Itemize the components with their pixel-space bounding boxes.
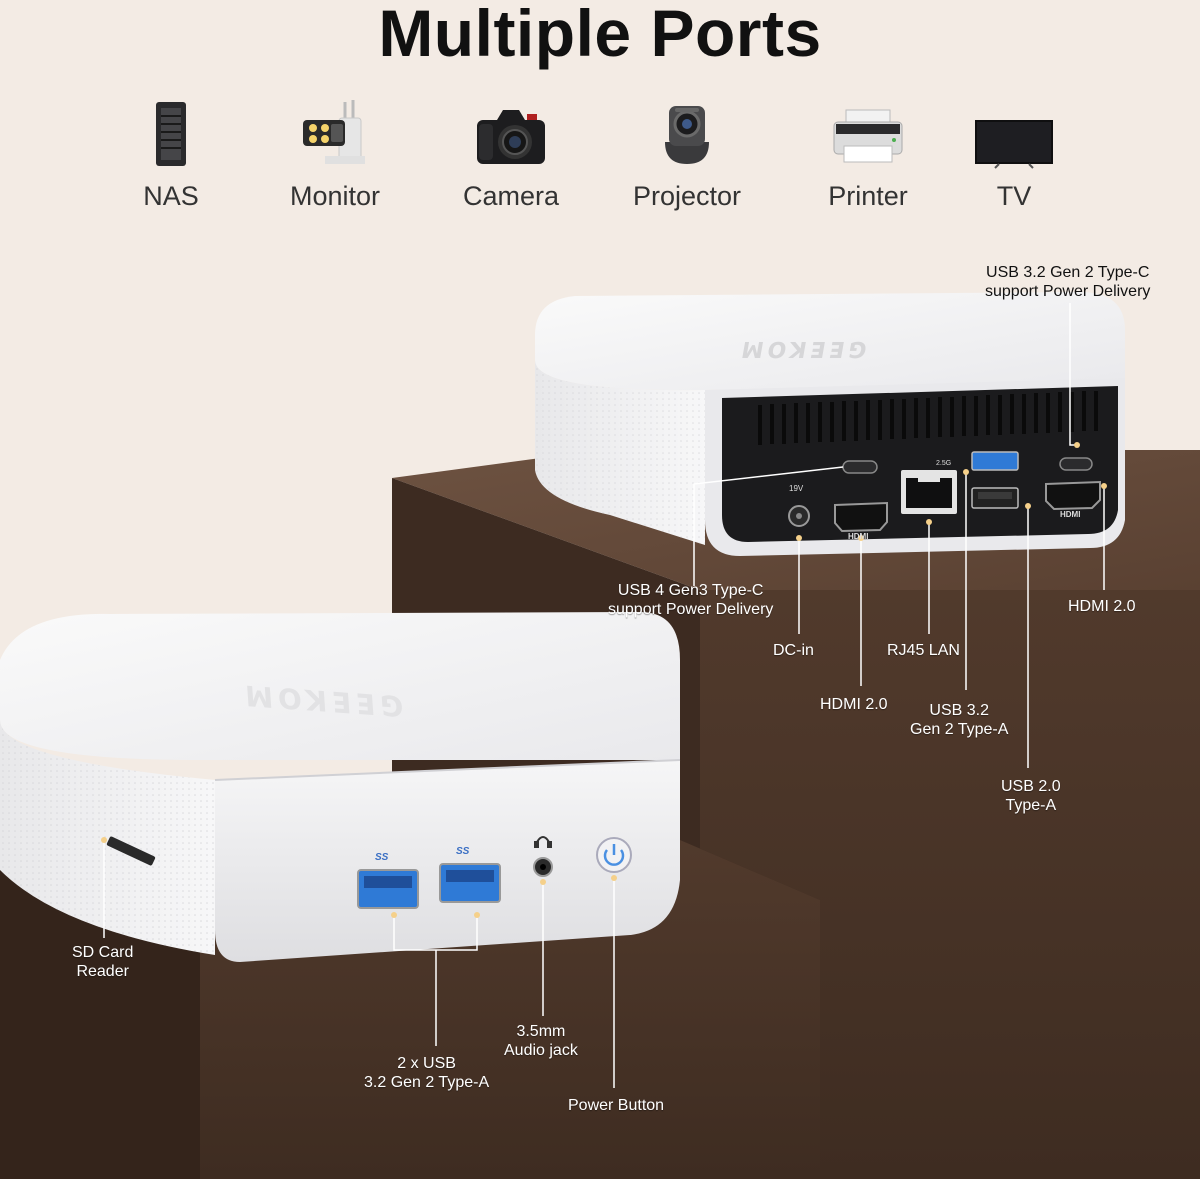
hdmi-port-left — [834, 501, 888, 533]
callout-dc-in: DC-in — [773, 642, 814, 659]
callout-text: SD Card — [72, 944, 134, 961]
callout-text: Audio jack — [504, 1042, 578, 1059]
printer-icon — [833, 109, 903, 163]
nas-icon — [156, 102, 186, 166]
mini-pc-front — [0, 612, 681, 962]
power-button — [596, 837, 632, 873]
hdmi-logo-right: HDMI — [1060, 510, 1081, 519]
callout-usb4: USB 4 Gen3 Type-C support Power Delivery — [608, 581, 773, 619]
callout-usb20a: USB 2.0 Type-A — [1001, 777, 1061, 815]
usb-a-front-1 — [357, 869, 419, 909]
tv-icon — [975, 120, 1053, 169]
usb-c-pd-port — [1059, 457, 1093, 471]
dc-voltage-label: 19V — [789, 484, 804, 493]
device-label: Monitor — [289, 181, 381, 211]
hdmi-port-right — [1045, 480, 1101, 511]
callout-text: support Power Delivery — [985, 283, 1151, 300]
callout-rj45: RJ45 LAN — [887, 642, 960, 659]
hdmi-logo-left: HDMI — [848, 532, 869, 541]
front-leader-lines — [103, 840, 615, 1088]
callout-audio: 3.5mm Audio jack — [504, 1022, 578, 1060]
rear-leader-lines — [693, 303, 1105, 768]
page-title: Multiple Ports — [378, 0, 822, 70]
device-label: Printer — [828, 181, 908, 211]
callout-usb32a: USB 3.2 Gen 2 Type-A — [910, 701, 1008, 739]
mini-pc-rear — [535, 292, 1125, 556]
device-label: Projector — [632, 181, 742, 211]
security-camera-icon — [303, 100, 365, 164]
callout-usb-c-pd: USB 3.2 Gen 2 Type-C support Power Deliv… — [985, 263, 1150, 301]
usb4-port — [842, 460, 878, 474]
device-label: NAS — [143, 181, 199, 211]
brand-logo-rear: GEEKOM — [735, 336, 869, 361]
device-tv: TV — [934, 98, 1094, 212]
callout-hdmi-right: HDMI 2.0 — [1068, 598, 1136, 615]
callout-hdmi-left: HDMI 2.0 — [820, 696, 888, 713]
usb32a-port — [971, 451, 1019, 471]
device-printer: Printer — [788, 98, 948, 212]
ss-logo-1: SS — [375, 852, 389, 863]
device-nas: NAS — [91, 98, 251, 212]
device-label: TV — [996, 181, 1032, 211]
callout-text: Reader — [76, 963, 129, 980]
callout-text: 2 x USB — [397, 1055, 456, 1072]
callout-text: Type-A — [1005, 797, 1057, 814]
device-label: Camera — [462, 181, 560, 211]
callout-power: Power Button — [568, 1097, 665, 1114]
lan-speed-label: 2.5G — [936, 460, 952, 467]
projector-icon — [665, 106, 709, 164]
sd-card-slot — [106, 836, 156, 866]
callout-text: support Power Delivery — [608, 601, 774, 618]
front-callout-dots — [101, 837, 617, 918]
headphone-icon — [534, 836, 552, 848]
camera-icon — [477, 110, 545, 164]
usb-a-front-2 — [439, 863, 501, 903]
callout-text: Gen 2 Type-A — [910, 721, 1009, 738]
callout-sd-card: SD Card Reader — [72, 943, 133, 981]
callout-text: USB 2.0 — [1001, 778, 1061, 795]
callout-text: USB 4 Gen3 Type-C — [617, 582, 764, 599]
rear-callout-dots — [796, 442, 1107, 541]
device-projector: Projector — [607, 98, 767, 212]
ss-logo-2: SS — [456, 846, 470, 857]
device-monitor: Monitor — [255, 98, 415, 212]
callout-text: USB 3.2 — [929, 702, 990, 719]
callout-text: USB 3.2 Gen 2 Type-C — [986, 264, 1150, 281]
callout-front-usb: 2 x USB 3.2 Gen 2 Type-A — [364, 1054, 489, 1092]
callout-text: 3.2 Gen 2 Type-A — [364, 1074, 490, 1091]
device-camera: Camera — [431, 98, 591, 212]
callout-text: 3.5mm — [516, 1023, 566, 1040]
